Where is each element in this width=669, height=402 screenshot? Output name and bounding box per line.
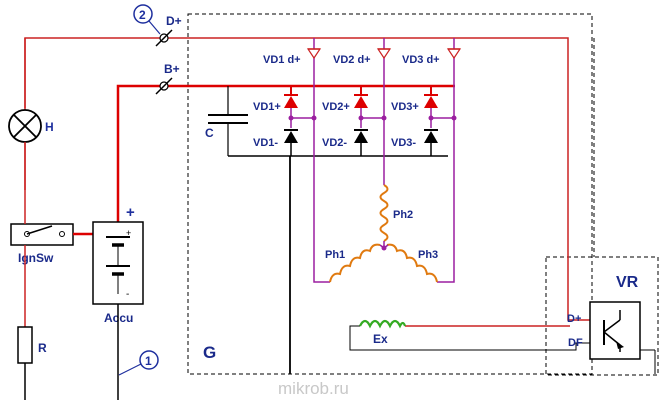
aux-diode-label-3: VD3 d+ — [402, 54, 440, 66]
negative-diode-3 — [424, 129, 438, 156]
positive-diode-1 — [284, 86, 298, 108]
watermark: mikrob.ru — [278, 379, 349, 398]
capacitor-icon — [208, 114, 248, 124]
excitation-wire-left — [349, 325, 590, 351]
resistor-label: R — [38, 341, 47, 355]
phase-label-3: Ph3 — [418, 249, 438, 261]
negative-diode-label-3: VD3- — [391, 137, 416, 149]
terminal-d-plus-label: D+ — [166, 14, 182, 28]
aux-diode-2 — [376, 38, 392, 118]
phase-label-1: Ph1 — [325, 249, 345, 261]
regulator-enclosure — [545, 256, 659, 376]
regulator-label: VR — [616, 274, 639, 291]
aux-diode-3 — [446, 38, 462, 118]
battery-icon — [92, 221, 144, 305]
generator-label: G — [203, 343, 216, 362]
positive-diode-3 — [424, 86, 438, 108]
terminal-d-plus-icon — [155, 29, 173, 47]
positive-diode-label-1: VD1+ — [253, 101, 281, 113]
stator-windings — [329, 184, 438, 283]
lamp-label: H — [45, 120, 54, 134]
lamp-icon — [8, 109, 42, 143]
positive-diode-label-2: VD2+ — [322, 101, 350, 113]
regulator-icon — [589, 301, 641, 360]
phase-label-2: Ph2 — [393, 209, 413, 221]
negative-diode-1 — [284, 129, 298, 156]
diode-bridge — [284, 38, 462, 156]
node-1-label: 1 — [145, 354, 152, 368]
terminal-b-plus-label: B+ — [164, 62, 180, 76]
aux-diode-label-1: VD1 d+ — [263, 54, 301, 66]
phase-wiring — [313, 118, 455, 283]
battery-minus-inner: - — [126, 289, 129, 300]
ignition-switch-label: IgnSw — [18, 251, 54, 265]
battery-plus-inner: + — [126, 228, 131, 238]
node-2-callout — [133, 4, 161, 35]
regulator-df-label: DF — [568, 337, 583, 349]
terminal-b-plus-icon — [155, 77, 173, 95]
b-plus-wire — [116, 84, 455, 232]
ignition-switch-icon — [10, 223, 74, 246]
generator-enclosure — [187, 13, 593, 375]
node-2-label: 2 — [139, 8, 146, 22]
regulator-d-plus-label: D+ — [567, 313, 581, 325]
excitation-coil-icon — [359, 319, 407, 329]
node-1-callout — [118, 350, 159, 376]
negative-diode-label-2: VD2- — [322, 137, 347, 149]
battery-plus-sign: + — [126, 204, 135, 221]
positive-diode-2 — [354, 86, 368, 108]
resistor-icon — [17, 326, 33, 364]
excitation-label: Ex — [373, 332, 388, 346]
capacitor-label: C — [205, 126, 214, 140]
negative-diode-label-1: VD1- — [253, 137, 278, 149]
aux-diode-label-2: VD2 d+ — [333, 54, 371, 66]
positive-diode-label-3: VD3+ — [391, 101, 419, 113]
negative-diode-2 — [354, 129, 368, 156]
aux-diode-1 — [306, 38, 322, 118]
